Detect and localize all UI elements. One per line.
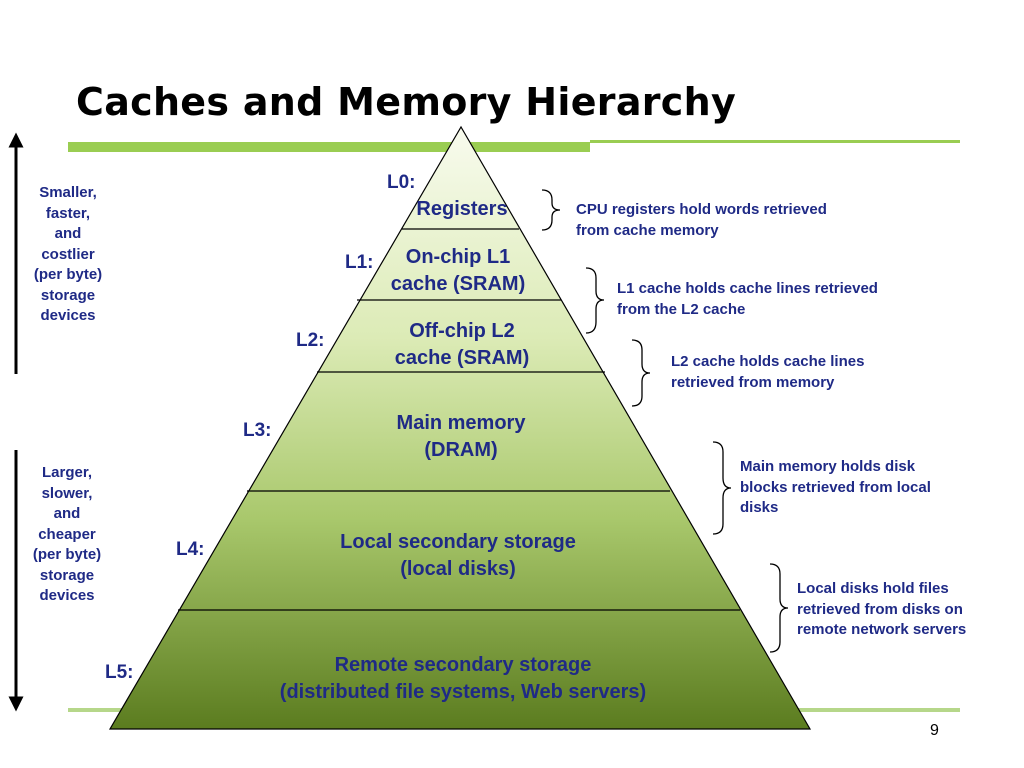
side-note-smaller-faster: Smaller, faster, and costlier (per byte)… bbox=[33, 184, 103, 324]
level-label-l1: L1: bbox=[345, 252, 374, 273]
tier-name-l2-line1: Off-chip L2 bbox=[409, 320, 515, 342]
pyramid-shape bbox=[108, 125, 812, 730]
level-label-l0: L0: bbox=[387, 172, 416, 193]
tier-name-l3-line2: (DRAM) bbox=[424, 439, 497, 461]
brace-l3 bbox=[712, 441, 732, 535]
description-l4: Local disks hold files retrieved from di… bbox=[797, 580, 967, 638]
title-underline-thin bbox=[590, 140, 960, 143]
page-number: 9 bbox=[930, 722, 939, 739]
tier-name-l5-line2: (distributed file systems, Web servers) bbox=[280, 681, 646, 703]
brace-l4 bbox=[769, 563, 789, 653]
tier-name-registers: Registers bbox=[416, 198, 507, 220]
description-l3: Main memory holds disk blocks retrieved … bbox=[740, 458, 931, 516]
level-label-l5: L5: bbox=[105, 662, 134, 683]
side-note-larger-slower: Larger, slower, and cheaper (per byte) s… bbox=[32, 464, 102, 604]
level-label-l3: L3: bbox=[243, 420, 272, 441]
description-l0: CPU registers hold words retrieved from … bbox=[576, 201, 827, 239]
brace-l1 bbox=[585, 267, 605, 334]
slide-title: Caches and Memory Hierarchy bbox=[76, 80, 737, 124]
tier-name-l1-line1: On-chip L1 bbox=[406, 246, 510, 268]
tier-name-l4-line1: Local secondary storage bbox=[340, 531, 576, 553]
level-label-l2: L2: bbox=[296, 330, 325, 351]
tier-name-l5-line1: Remote secondary storage bbox=[335, 654, 592, 676]
tier-name-l2-line2: cache (SRAM) bbox=[395, 347, 529, 369]
description-l1: L1 cache holds cache lines retrieved fro… bbox=[617, 280, 878, 318]
tier-name-l3-line1: Main memory bbox=[397, 412, 527, 434]
title-underline-thick bbox=[68, 142, 590, 152]
brace-l0 bbox=[541, 189, 561, 231]
brace-l2 bbox=[631, 339, 651, 407]
level-label-l4: L4: bbox=[176, 539, 205, 560]
tier-name-l1-line2: cache (SRAM) bbox=[391, 273, 525, 295]
tier-name-l4-line2: (local disks) bbox=[400, 558, 516, 580]
description-l2: L2 cache holds cache lines retrieved fro… bbox=[671, 353, 865, 391]
